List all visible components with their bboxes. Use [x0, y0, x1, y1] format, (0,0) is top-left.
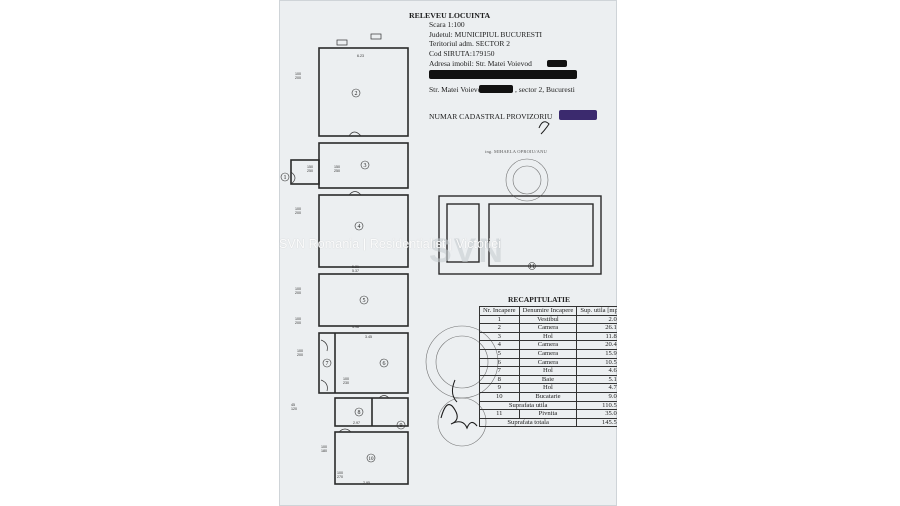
territory-label: Teritoriul adm. SECTOR 2	[429, 39, 510, 48]
room-2-number: 2	[355, 91, 358, 97]
handwritten-signature	[440, 404, 478, 430]
room-5-number: 5	[363, 298, 366, 304]
room-8-number: 8	[358, 410, 361, 416]
handwritten-signature	[538, 121, 550, 135]
room-1-number: 1	[284, 175, 287, 181]
redaction-bar	[479, 85, 513, 93]
room-1-outline	[290, 159, 320, 185]
dim-label: 4.98	[352, 325, 359, 329]
room-4-outline	[318, 194, 409, 268]
document-title: RELEVEU LOCUINTA	[409, 11, 491, 20]
dim-label: 2.97	[353, 421, 360, 425]
cadastral-label: NUMAR CADASTRAL PROVIZORIU	[429, 112, 553, 121]
redaction-bar	[559, 110, 597, 120]
county-label: Judetul: MUNICIPIUL BUCURESTI	[429, 30, 543, 39]
recap-title: RECAPITULATIE	[508, 295, 570, 304]
dim-label: 5.21	[352, 265, 359, 269]
redaction-bar	[429, 70, 577, 79]
room-11-number: 11	[529, 264, 535, 270]
recap-header-name: Denumire Incapere	[518, 306, 578, 316]
recap-header-area: Sup. utila [mp]	[576, 306, 617, 316]
scale-label: Scara 1:100	[429, 20, 465, 29]
room-6-outline	[318, 332, 409, 394]
room-2-outline	[318, 47, 409, 137]
room-10-number: 10	[369, 457, 375, 462]
recap-table: Nr. Incapere Denumire Incapere Sup. util…	[478, 306, 617, 428]
dim-label: 6.23	[357, 54, 364, 58]
dim-label: 5.37	[352, 269, 359, 273]
watermark-logo: SVN	[429, 232, 505, 270]
dim-label: 2.95	[363, 481, 370, 485]
room-4-number: 4	[358, 224, 361, 230]
handwritten-signature	[451, 379, 458, 403]
room-6-number: 6	[383, 361, 386, 367]
redaction-bar	[547, 60, 567, 67]
room-3-number: 3	[364, 163, 367, 169]
watermark-text: SVN Romania | Residentialist | Victoriei	[279, 237, 502, 251]
document-page: RELEVEU LOCUINTA Scara 1:100 Judetul: MU…	[279, 0, 617, 506]
address-suffix: , sector 2, Bucuresti	[515, 85, 575, 94]
dim-label: 3.45	[365, 335, 372, 339]
siruta-label: Cod SIRUTA:179150	[429, 49, 495, 58]
room-9-number: 9	[400, 423, 403, 429]
cellar-plan	[438, 195, 602, 275]
room-7-number: 7	[326, 361, 329, 367]
room-10-outline	[334, 431, 409, 485]
room-5-outline	[318, 273, 409, 327]
address-label: Adresa imobil: Str. Matei Voievod	[429, 59, 532, 68]
recap-header-nr: Nr. Incapere	[479, 306, 520, 316]
engineer-stamp-text: ing. MIHAELA OPROIU/ANU	[485, 149, 547, 154]
address-line-2: Str. Matei Voievod	[429, 85, 486, 94]
